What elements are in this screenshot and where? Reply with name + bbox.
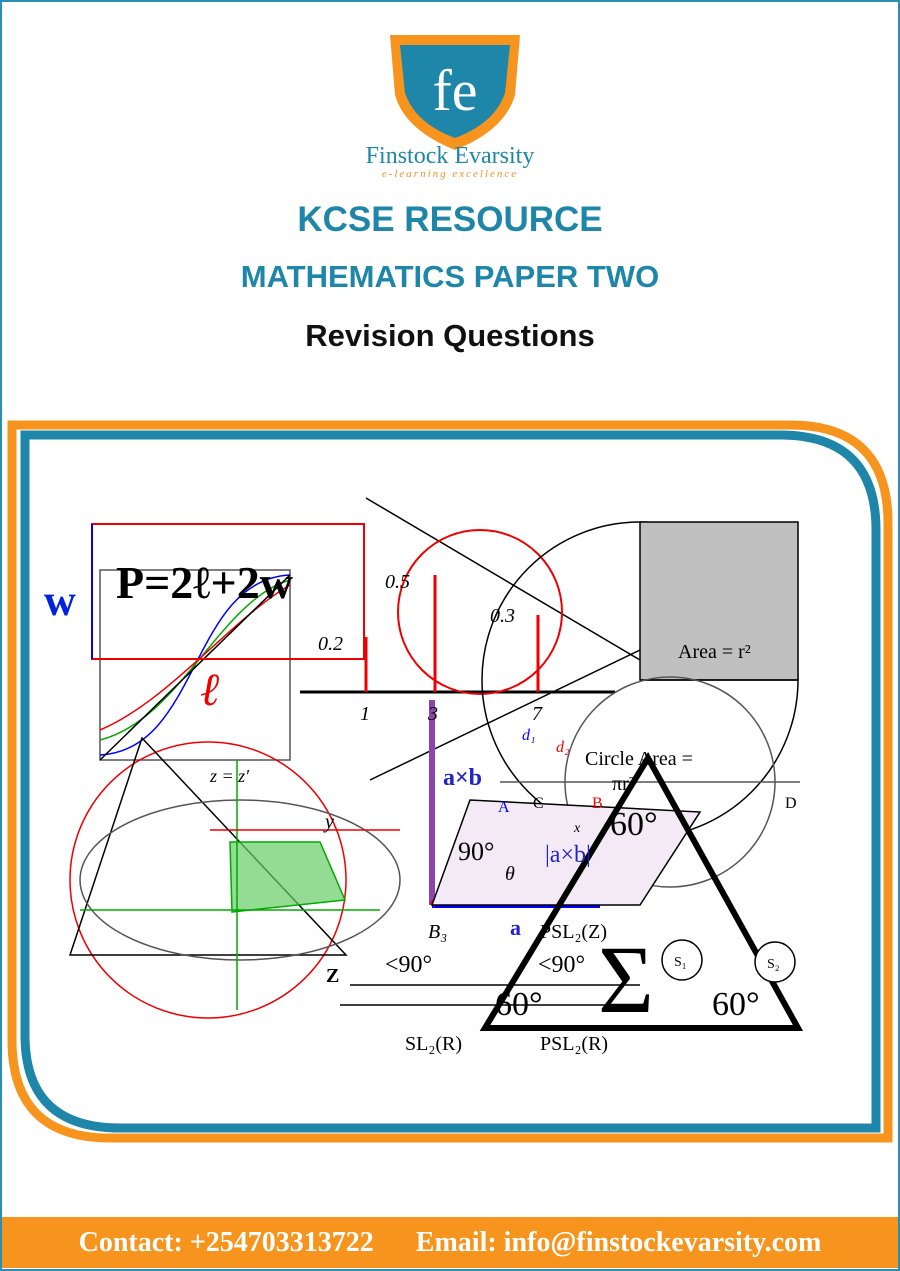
brand-name: Finstock Evarsity	[365, 143, 535, 169]
angle-lt90-left: <90°	[385, 952, 432, 978]
point-c: C	[533, 795, 544, 812]
b3-label: B₃	[428, 921, 447, 943]
label-z: Z	[326, 965, 339, 987]
orange-frame	[7, 420, 893, 1143]
sl2r-label: SL₂(R)	[405, 1033, 462, 1055]
footer-bar: Contact: +254703313722 Email: info@finst…	[2, 1217, 898, 1268]
axis-tick-1: 1	[360, 703, 370, 725]
blue-frame	[20, 430, 881, 1133]
label-y: y	[323, 811, 334, 833]
title-subject: MATHEMATICS PAPER TWO	[240, 259, 660, 294]
axis-tick-3: 7	[532, 703, 543, 725]
point-b: B	[592, 795, 603, 812]
stem-value-3: 0.2	[318, 633, 343, 655]
axis-tick-2: 3	[427, 703, 438, 725]
finstock-logo: fe	[390, 35, 520, 150]
contact-phone: Contact: +254703313722	[78, 1226, 374, 1258]
state-s1: S₁	[674, 955, 687, 970]
state-s2: S₂	[767, 957, 780, 972]
distance-d1: d₁	[522, 727, 536, 744]
label-w: w	[44, 576, 76, 625]
circle-area-formula: πr²	[612, 773, 635, 795]
title-revision: Revision Questions	[305, 318, 595, 353]
distance-d2: d₂	[556, 739, 570, 756]
area-square-label: Area = r²	[678, 641, 751, 663]
vector-a-label: a	[510, 915, 521, 940]
math-collage: P=2ℓ+2w w ℓ 0.5 0.3 0.2 1 3 7 Area = r² …	[7, 420, 893, 1143]
brand-tagline: e-learning excellence	[381, 168, 519, 180]
psl2z-label: PSL₂(Z)	[540, 921, 607, 943]
angle-60-top: 60°	[610, 806, 658, 843]
label-l: ℓ	[200, 664, 220, 715]
point-d: D	[785, 795, 797, 812]
angle-lt90-right: <90°	[538, 952, 585, 978]
circle-area-label: Circle Area =	[585, 748, 693, 770]
angle-60-left: 60°	[495, 986, 543, 1023]
stem-value-1: 0.5	[385, 571, 410, 593]
angle-90-label: 90°	[458, 837, 494, 866]
formula-perimeter: P=2ℓ+2w	[116, 557, 293, 608]
cross-product-abs: |a×b|	[545, 842, 591, 868]
logo-letters: fe	[432, 58, 477, 123]
z-equals-label: z = z′	[209, 766, 250, 786]
contact-email: Email: info@finstockevarsity.com	[415, 1226, 822, 1258]
stem-value-2: 0.3	[490, 605, 515, 627]
psl2r-label: PSL₂(R)	[540, 1033, 608, 1055]
theta-label: θ	[505, 863, 515, 885]
point-a: A	[498, 799, 510, 816]
angle-60-right: 60°	[712, 986, 760, 1023]
cross-product-label: a×b	[443, 765, 482, 791]
label-x: x	[573, 821, 581, 836]
title-resource: KCSE RESOURCE	[297, 200, 603, 239]
sigma-symbol: Σ	[598, 926, 654, 1033]
